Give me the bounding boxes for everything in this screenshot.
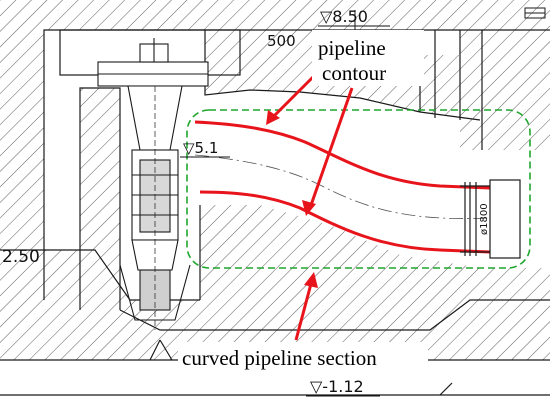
curved-pipeline-section-label: curved pipeline section — [182, 346, 377, 370]
pipe-diameter-label: ø1800 — [479, 203, 490, 235]
pump-unit — [97, 38, 209, 330]
bottom-elevation-label: ▽-1.12 — [310, 377, 364, 396]
top-right-detail — [354, 7, 546, 30]
top-elevation-label: ▽8.50 — [320, 7, 368, 26]
pipeline-contour-label-line2: contour — [322, 61, 386, 85]
curved-section-highlight — [186, 109, 531, 269]
slab-width-label: 500 — [267, 32, 296, 50]
left-elevation-label: 2.50 — [2, 247, 40, 267]
outlet-flange — [460, 179, 521, 259]
pipeline-centerline — [194, 154, 491, 219]
pipeline-contour-top — [194, 120, 491, 190]
pipeline-contour-label-line1: pipeline — [318, 36, 386, 60]
water-level-label: ▽5.1 — [183, 139, 218, 157]
